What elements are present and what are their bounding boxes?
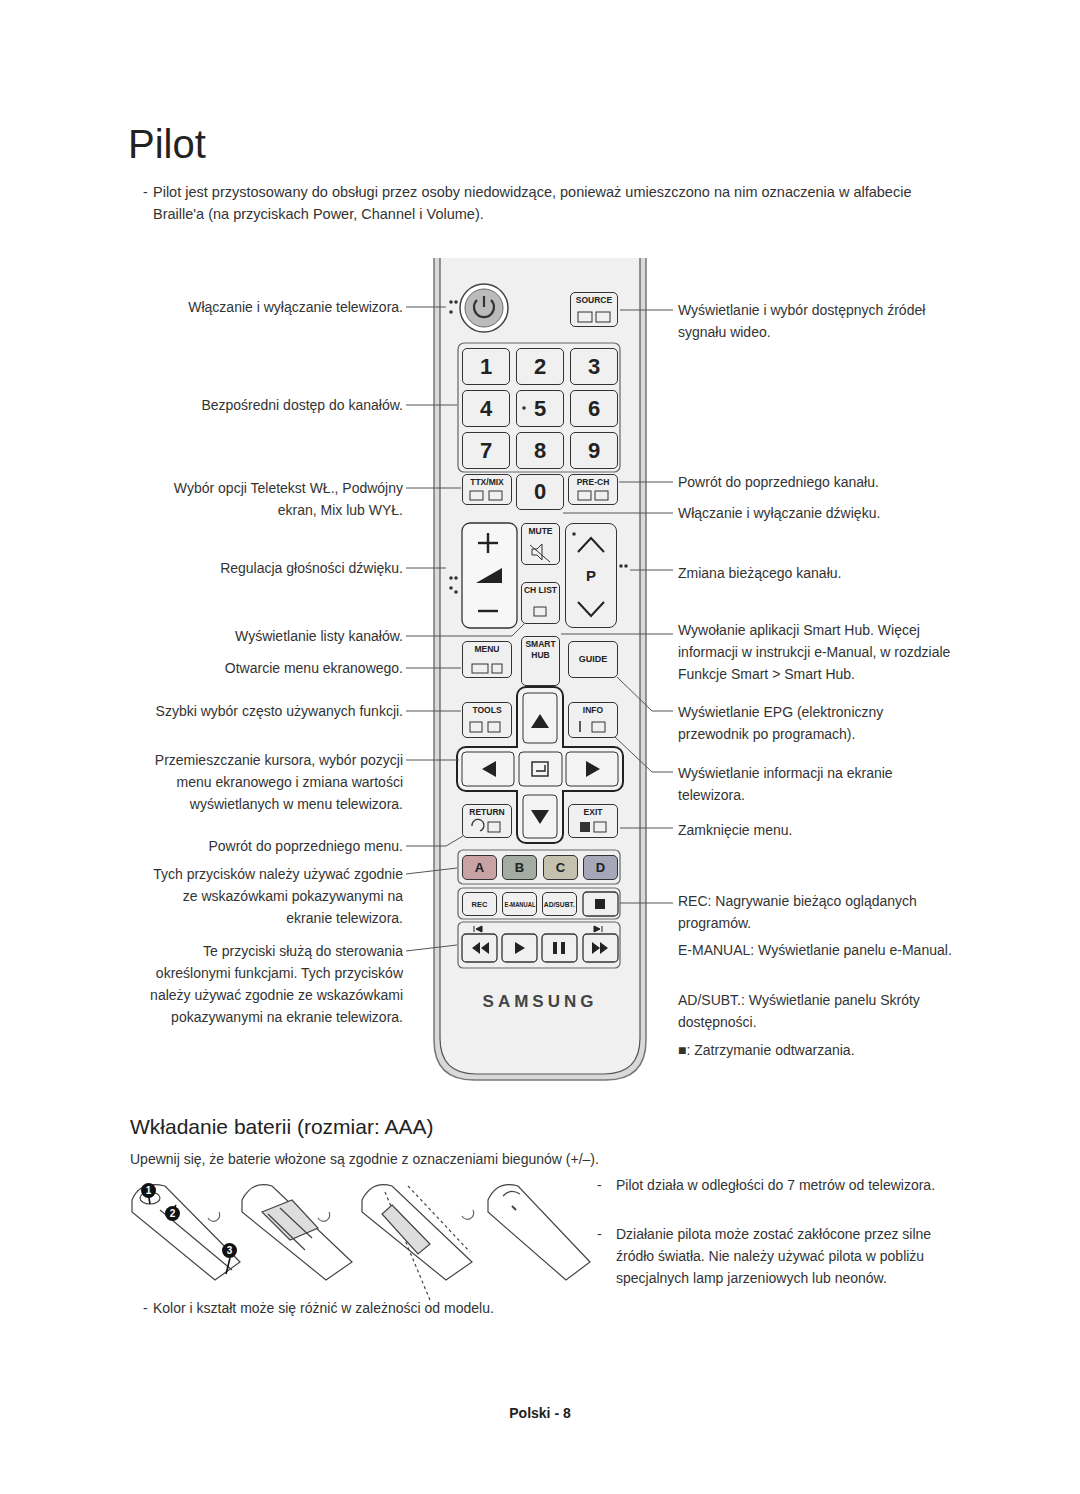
callout-text: Włączanie i wyłączanie telewizora. bbox=[143, 296, 403, 318]
callout-text: Przemieszczanie kursora, wybór pozycji m… bbox=[135, 749, 403, 815]
remote-button: A bbox=[462, 855, 497, 880]
remote-button: 3 bbox=[570, 348, 618, 385]
remote-button: D bbox=[583, 855, 618, 880]
callout-text: Wyświetlanie listy kanałów. bbox=[143, 625, 403, 647]
remote-button: 6 bbox=[570, 390, 618, 427]
remote-button: EXIT bbox=[568, 804, 618, 838]
button-label: 7 bbox=[480, 439, 492, 463]
remote-button: 0 bbox=[516, 474, 564, 510]
remote-button: GUIDE bbox=[568, 641, 618, 678]
callout-text: Bezpośredni dostęp do kanałów. bbox=[143, 394, 403, 416]
callout-text: Zmiana bieżącego kanału. bbox=[678, 562, 950, 584]
remote-button: AD/SUBT. bbox=[542, 892, 577, 916]
button-label: MUTE bbox=[528, 526, 552, 537]
callout-text: Zamknięcie menu. bbox=[678, 819, 950, 841]
button-label: MENU bbox=[474, 644, 499, 655]
callout-number: 2 bbox=[165, 1206, 180, 1221]
remote-button: 1 bbox=[462, 348, 510, 385]
callout-text: Wyświetlanie i wybór dostępnych źródeł s… bbox=[678, 299, 950, 343]
remote-button: SMART HUB bbox=[521, 636, 560, 686]
button-label: 8 bbox=[534, 439, 546, 463]
remote-button: CH LIST bbox=[521, 582, 560, 624]
button-label: D bbox=[596, 860, 605, 875]
callout-text: Szybki wybór często używanych funkcji. bbox=[113, 700, 403, 722]
remote-button: PRE-CH bbox=[568, 474, 618, 505]
button-label: P bbox=[586, 567, 596, 585]
callout-text: Tych przycisków należy używać zgodnie ze… bbox=[145, 863, 403, 929]
button-label: 9 bbox=[588, 439, 600, 463]
remote-button: SOURCE bbox=[570, 292, 618, 327]
remote-button: RETURN bbox=[462, 804, 512, 838]
button-label: 2 bbox=[534, 355, 546, 379]
callout-text: Włączanie i wyłączanie dźwięku. bbox=[678, 502, 950, 524]
button-label: TTX/MIX bbox=[470, 477, 504, 488]
remote-button: TTX/MIX bbox=[462, 474, 512, 505]
button-label: B bbox=[515, 860, 524, 875]
button-label: SMART HUB bbox=[523, 639, 558, 661]
button-label: E-MANUAL bbox=[504, 900, 535, 909]
callout-text: AD/SUBT.: Wyświetlanie panelu Skróty dos… bbox=[678, 989, 956, 1033]
button-label: 4 bbox=[480, 397, 492, 421]
remote-button: E-MANUAL bbox=[502, 892, 537, 916]
button-label: PRE-CH bbox=[577, 477, 610, 488]
list-dash: - bbox=[597, 1223, 609, 1245]
button-label: C bbox=[556, 860, 565, 875]
remote-button: 8 bbox=[516, 432, 564, 469]
remote-button: B bbox=[502, 855, 537, 880]
button-label: AD/SUBT. bbox=[544, 900, 575, 909]
callout-text: Upewnij się, że baterie włożone są zgodn… bbox=[130, 1148, 930, 1170]
button-label: 5 bbox=[534, 397, 546, 421]
callout-text: E-MANUAL: Wyświetlanie panelu e-Manual. bbox=[678, 939, 956, 961]
remote-button: 9 bbox=[570, 432, 618, 469]
list-dash: - bbox=[597, 1174, 609, 1196]
section-heading: Wkładanie baterii (rozmiar: AAA) bbox=[130, 1112, 730, 1142]
button-label: CH LIST bbox=[524, 585, 557, 596]
button-label: GUIDE bbox=[579, 654, 608, 665]
callout-text: Powrót do poprzedniego menu. bbox=[143, 835, 403, 857]
callout-text: Pilot działa w odległości do 7 metrów od… bbox=[616, 1174, 956, 1196]
button-label: 6 bbox=[588, 397, 600, 421]
callout-text: Wyświetlanie EPG (elektroniczny przewodn… bbox=[678, 701, 950, 745]
remote-button: 7 bbox=[462, 432, 510, 469]
callout-text: Powrót do poprzedniego kanału. bbox=[678, 471, 950, 493]
callout-text: Wyświetlanie informacji na ekranie telew… bbox=[678, 762, 950, 806]
callout-number: 1 bbox=[141, 1183, 156, 1198]
button-label: 3 bbox=[588, 355, 600, 379]
page-number: Polski - 8 bbox=[440, 1402, 640, 1424]
remote-button: 5 bbox=[516, 390, 564, 427]
callout-text: REC: Nagrywanie bieżąco oglądanych progr… bbox=[678, 890, 956, 934]
button-label: REC bbox=[472, 900, 488, 909]
callout-text: Wywołanie aplikacji Smart Hub. Więcej in… bbox=[678, 619, 960, 685]
callout-text: Działanie pilota może zostać zakłócone p… bbox=[616, 1223, 956, 1289]
callout-text: Te przyciski służą do sterowania określo… bbox=[138, 940, 403, 1028]
brand-logo: SAMSUNG bbox=[440, 992, 640, 1012]
remote-button: REC bbox=[462, 892, 497, 916]
callout-text: ■: Zatrzymanie odtwarzania. bbox=[678, 1039, 956, 1061]
remote-button: MUTE bbox=[521, 523, 560, 565]
remote-button: P bbox=[565, 523, 617, 628]
callout-number: 3 bbox=[222, 1243, 237, 1258]
remote-body: SAMSUNG SOURCE 1 2 3 4 5 6 7 8 9TTX/MIX 0 PRE-CH MUTE… bbox=[440, 258, 640, 1075]
button-label: 1 bbox=[480, 355, 492, 379]
remote-button: MENU bbox=[462, 641, 512, 678]
remote-button: TOOLS bbox=[462, 702, 512, 738]
remote-button: C bbox=[543, 855, 578, 880]
remote-button: 4 bbox=[462, 390, 510, 427]
callout-text: Regulacja głośności dźwięku. bbox=[143, 557, 403, 579]
button-label: SOURCE bbox=[576, 295, 612, 306]
button-label: TOOLS bbox=[472, 705, 501, 716]
callout-text: Kolor i kształt może się różnić w zależn… bbox=[153, 1297, 853, 1319]
button-label: EXIT bbox=[584, 807, 603, 818]
callout-text: Wybór opcji Teletekst WŁ., Podwójny ekra… bbox=[148, 477, 403, 521]
button-label: A bbox=[475, 860, 484, 875]
remote-button: INFO bbox=[568, 702, 618, 738]
remote-button: 2 bbox=[516, 348, 564, 385]
button-label: RETURN bbox=[469, 807, 504, 818]
button-label: INFO bbox=[583, 705, 603, 716]
button-label: 0 bbox=[534, 480, 546, 504]
callout-text: Otwarcie menu ekranowego. bbox=[143, 657, 403, 679]
intro-note: Pilot jest przystosowany do obsługi prze… bbox=[153, 181, 953, 225]
page-title: Pilot bbox=[128, 120, 206, 168]
